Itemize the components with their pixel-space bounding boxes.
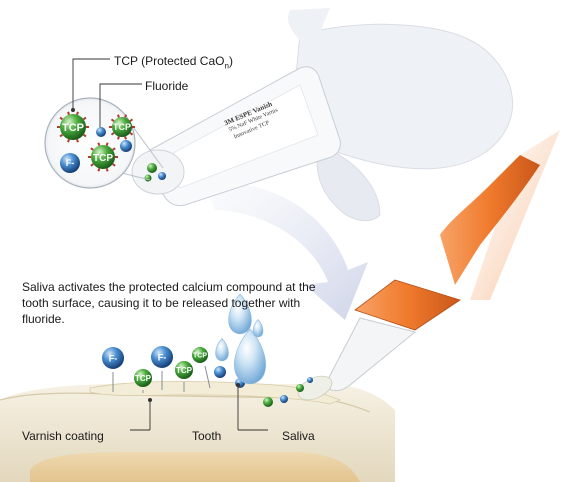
fluoride-ion-icon [120,140,132,152]
tcp-label: TCP (Protected CaOn) [114,54,233,71]
tcp-molecule-icon: TCP [57,111,89,143]
tcp-molecule-icon: TCP [109,114,135,140]
tooth-label: Tooth [192,429,222,443]
saliva-droplet-icon [252,319,264,338]
fluoride-ion-icon [214,366,226,378]
varnish-coating-label: Varnish coating [22,429,104,443]
tcp-molecule-text: TCP [176,366,193,375]
tcp-molecule-icon [296,384,304,392]
tcp-molecule-icon: TCP [134,369,152,387]
fluoride-ion-icon [96,127,106,137]
tcp-molecule-text: TCP [93,153,113,164]
saliva-label: Saliva [282,429,315,443]
tcp-molecule-text: TCP [193,353,207,360]
varnish-package [131,66,341,207]
callout-dot [236,383,240,387]
tcp-molecule-icon [263,397,273,407]
varnish-coating [89,380,342,405]
tcp-molecule-text: TCP [135,374,152,383]
callout-dot [148,398,152,402]
fluoride-ion-text: F- [158,353,167,363]
gloved-hand [288,8,514,222]
fluoride-ion-icon [307,377,313,383]
tcp-molecule-text: TCP [113,122,131,132]
saliva-droplet-icon [234,328,266,385]
tcp-molecule-text: TCP [62,122,84,134]
fluoride-ion-icon: F- [102,347,124,369]
tcp-molecule-icon: TCP [175,361,193,379]
applicator-brush [297,130,560,401]
flow-arrow [205,183,368,320]
saliva-droplet-icon [228,293,252,335]
tcp-molecule-icon: TCP [192,347,208,363]
fluoride-ion-icon: F- [60,153,80,173]
fluoride-ion-text: F- [66,158,75,168]
release-arrow [204,365,211,389]
saliva-droplet-icon [215,338,229,362]
fluoride-label: Fluoride [145,79,189,93]
fluoride-ion-icon [280,395,288,403]
tooth-illustration [0,380,395,482]
fluoride-ion-text: F- [109,354,118,364]
saliva-activation-note: Saliva activates the protected calcium c… [22,280,316,327]
fluoride-ion-icon: F- [151,346,173,368]
tcp-molecule-icon: TCP [88,142,118,172]
